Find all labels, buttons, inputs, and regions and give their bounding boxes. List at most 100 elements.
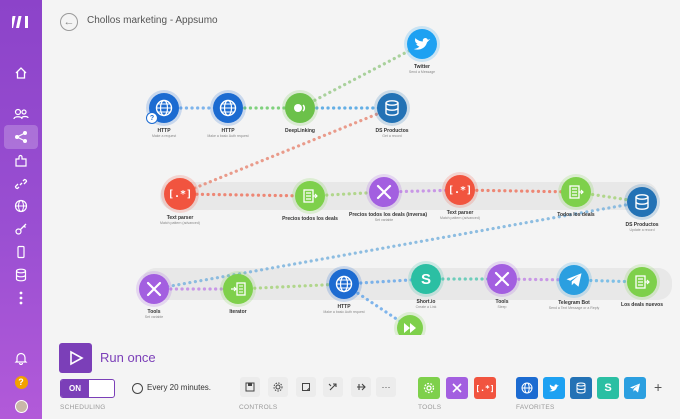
scheduling-label: SCHEDULING (60, 404, 106, 411)
tools-icon (145, 280, 163, 298)
phone-icon[interactable] (11, 242, 31, 262)
play-icon (69, 350, 84, 366)
favorites-label: FAVORITES (516, 404, 555, 411)
module-label: Precios todos los deals (282, 216, 338, 222)
bell-icon[interactable] (11, 348, 31, 368)
run-once-button[interactable] (59, 343, 92, 373)
aggregator-icon (633, 273, 651, 291)
save-icon[interactable] (240, 377, 260, 397)
connection-textparser1-precios1[interactable] (178, 192, 312, 198)
home-icon[interactable] (11, 63, 31, 83)
auto-align-icon[interactable] (323, 377, 343, 397)
datastore-icon (383, 99, 401, 117)
module-sublabel: Create a Link (415, 305, 437, 309)
sidebar: ? (0, 0, 42, 419)
toggle-on-label: ON (61, 380, 89, 397)
telegram-icon (565, 271, 583, 289)
module-label: HTTP (221, 128, 235, 134)
aggregator-icon (301, 187, 319, 205)
module-http3[interactable] (329, 269, 359, 299)
module-tools1[interactable] (139, 274, 169, 304)
gear-icon[interactable] (268, 377, 288, 397)
module-label: Telegram Bot (558, 300, 590, 306)
tools-gear-icon[interactable] (418, 377, 440, 399)
fav-shortio-icon[interactable]: S (597, 377, 619, 399)
schedule-interval[interactable]: Every 20 minutes. (147, 383, 212, 392)
module-label: DS Productos (375, 128, 409, 134)
module-twitter[interactable] (407, 29, 437, 59)
module-label: Text parser (166, 215, 194, 221)
http-icon (335, 275, 353, 293)
avatar[interactable] (11, 396, 31, 416)
module-label: HTTP (337, 304, 351, 310)
module-label: HTTP (157, 128, 171, 134)
module-sublabel: Update a record (629, 228, 655, 232)
module-textparser1[interactable]: [.*] (164, 178, 196, 210)
database-icon[interactable] (11, 265, 31, 285)
module-label: Todos los deals (557, 212, 595, 218)
deeplinking-icon (291, 99, 309, 117)
module-sublabel: Match pattern (advanced) (160, 221, 200, 225)
http-icon (155, 99, 173, 117)
module-deeplinking[interactable] (285, 93, 315, 123)
puzzle-icon[interactable] (11, 151, 31, 171)
http-icon (219, 99, 237, 117)
module-sublabel: Set variable (374, 218, 394, 222)
module-iterator[interactable] (223, 274, 253, 304)
info-badge[interactable]: ? (146, 112, 158, 124)
module-sublabel: Sleep (497, 305, 507, 309)
module-sublabel: Set variable (144, 315, 164, 319)
globe-icon[interactable] (11, 196, 31, 216)
module-sublabel: Make a request (151, 134, 177, 138)
module-dsprod1[interactable] (377, 93, 407, 123)
tools-icon (493, 270, 511, 288)
module-label: Iterator (229, 309, 247, 315)
scenario-title: Chollos marketing - Appsumo (87, 15, 218, 26)
add-favorite-button[interactable]: + (654, 379, 663, 395)
module-sublabel: Send a Message (408, 70, 436, 74)
module-telegram[interactable] (559, 265, 589, 295)
connection-textparser2-todos[interactable] (458, 188, 578, 194)
fav-telegram-icon[interactable] (624, 377, 646, 399)
module-precios2[interactable] (369, 177, 399, 207)
module-http2[interactable] (213, 93, 243, 123)
module-tools2[interactable] (487, 264, 517, 294)
run-once-label[interactable]: Run once (100, 350, 156, 365)
more-icon[interactable] (11, 288, 31, 308)
module-sublabel: Get a record (382, 134, 402, 138)
shortio-icon: S (420, 270, 431, 288)
module-precios1[interactable] (295, 181, 325, 211)
share-icon[interactable] (4, 125, 38, 149)
fav-datastore-icon[interactable] (570, 377, 592, 399)
back-button[interactable]: ← (60, 13, 78, 31)
module-shortio[interactable]: S (411, 264, 441, 294)
connection-deeplinking-twitter[interactable] (298, 42, 424, 110)
team-icon[interactable] (11, 104, 31, 124)
tools-wrench-icon[interactable] (446, 377, 468, 399)
module-label: DS Productos (625, 222, 659, 228)
help-icon[interactable]: ? (11, 372, 31, 392)
module-textparser2[interactable]: [.*] (445, 175, 475, 205)
link-icon[interactable] (11, 174, 31, 194)
fav-twitter-icon[interactable] (543, 377, 565, 399)
module-losdeals[interactable] (627, 267, 657, 297)
make-logo[interactable] (11, 12, 31, 32)
module-label: Los deals nuevos (621, 302, 663, 308)
route-band (160, 182, 658, 210)
scheduling-toggle[interactable]: ON (60, 379, 115, 398)
connection-iterator-http3[interactable] (236, 282, 346, 291)
module-todos[interactable] (561, 177, 591, 207)
more-controls-icon[interactable]: ··· (376, 377, 396, 397)
module-dsprod2[interactable] (627, 187, 657, 217)
bottom-toolbar: Run once ON Every 20 minutes. SCHEDULING… (42, 335, 680, 419)
fav-http-icon[interactable] (516, 377, 538, 399)
key-icon[interactable] (11, 219, 31, 239)
textparser-icon: [.*] (167, 188, 193, 200)
text-parser-icon[interactable]: [.*] (474, 377, 496, 399)
clock-icon[interactable] (132, 383, 143, 394)
explain-flow-icon[interactable] (351, 377, 371, 397)
notes-icon[interactable] (296, 377, 316, 397)
connection-dsprod1-textparser1[interactable] (178, 106, 394, 196)
module-sublabel: Make a basic Auth request (323, 310, 365, 314)
